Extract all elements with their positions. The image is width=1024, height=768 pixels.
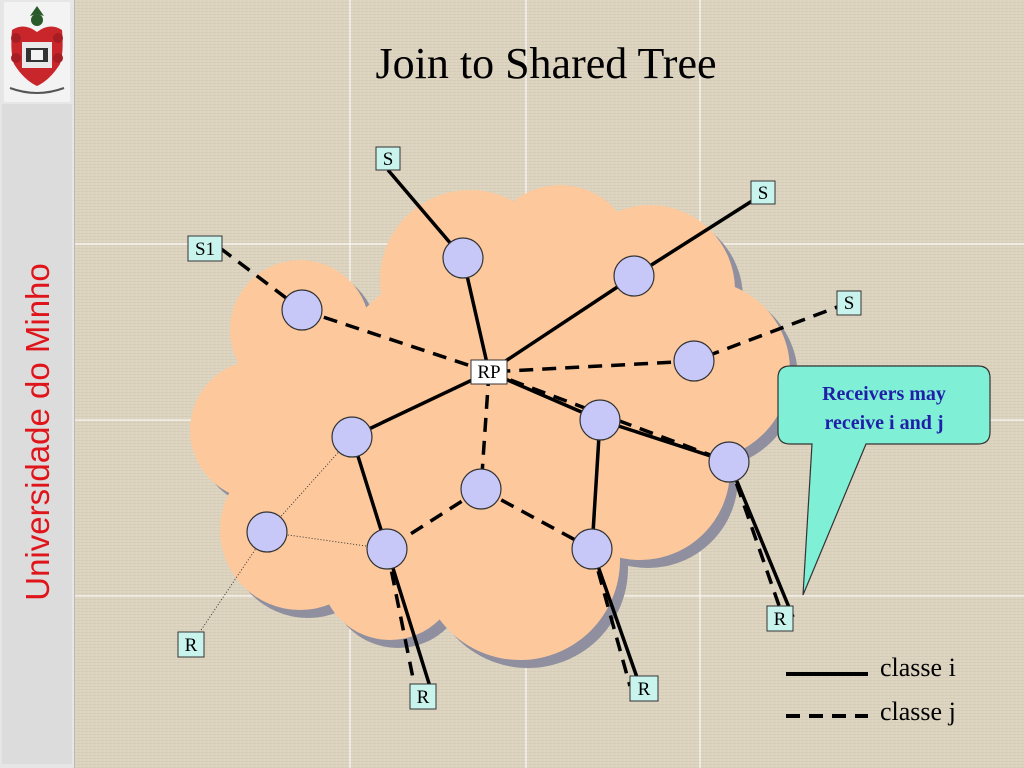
router-node	[331, 416, 373, 458]
link-rp-router	[351, 370, 490, 439]
page-title: Join to Shared Tree	[375, 39, 717, 88]
receiver-label: R	[766, 605, 794, 632]
svg-text:R: R	[185, 635, 198, 656]
svg-text:R: R	[774, 609, 787, 630]
source-label: S	[750, 180, 776, 205]
link-router-receiver	[385, 548, 418, 694]
legend-label-classe-j: classe j	[880, 697, 956, 726]
svg-text:R: R	[417, 687, 430, 708]
link-s1-router	[218, 246, 304, 312]
callout-line-1: Receivers may	[822, 383, 946, 405]
router-node	[246, 511, 288, 553]
router-node	[281, 289, 323, 331]
router-node	[708, 441, 750, 483]
link-s-router	[693, 301, 849, 363]
router-node	[579, 399, 621, 441]
dotted-links	[190, 436, 388, 646]
router-node	[571, 528, 613, 570]
svg-text:S: S	[383, 149, 394, 170]
svg-text:S: S	[844, 293, 855, 314]
rp-label: RP	[477, 362, 500, 383]
source-label: S	[836, 290, 862, 316]
router-node	[366, 528, 408, 570]
link-router-receiver	[590, 548, 632, 687]
router-node	[460, 468, 502, 510]
link-router-rp	[488, 274, 635, 374]
sidebar: Universidade do Minho	[0, 0, 75, 768]
link-router-receiver	[727, 461, 785, 618]
svg-text:R: R	[638, 679, 651, 700]
router-node	[673, 340, 715, 382]
receiver-label: R	[177, 631, 205, 658]
svg-text:S: S	[758, 183, 769, 204]
router-node	[442, 237, 484, 279]
link-router-rp	[488, 359, 695, 374]
source-label: S	[375, 146, 401, 171]
rp-node: RP	[470, 359, 508, 385]
link-router-router	[480, 487, 593, 551]
legend-label-classe-i: classe i	[880, 653, 956, 682]
callout-line-2: receive i and j	[824, 412, 943, 434]
source-label: S1	[187, 235, 223, 262]
receiver-label: R	[629, 675, 659, 702]
receivers-callout: Receivers may receive i and j	[777, 365, 991, 596]
link-router-router	[590, 419, 602, 550]
network-cloud	[190, 185, 790, 660]
legend: classe i classe j	[786, 653, 956, 726]
router-node	[613, 255, 655, 297]
routers	[246, 237, 750, 570]
receiver-label: R	[409, 683, 437, 710]
svg-text:S1: S1	[195, 239, 215, 260]
sidebar-band	[2, 104, 72, 764]
link-router-receiver	[385, 548, 434, 694]
link-router-rp	[301, 308, 490, 374]
link-s-router	[633, 192, 764, 278]
university-crest-logo	[4, 2, 70, 102]
